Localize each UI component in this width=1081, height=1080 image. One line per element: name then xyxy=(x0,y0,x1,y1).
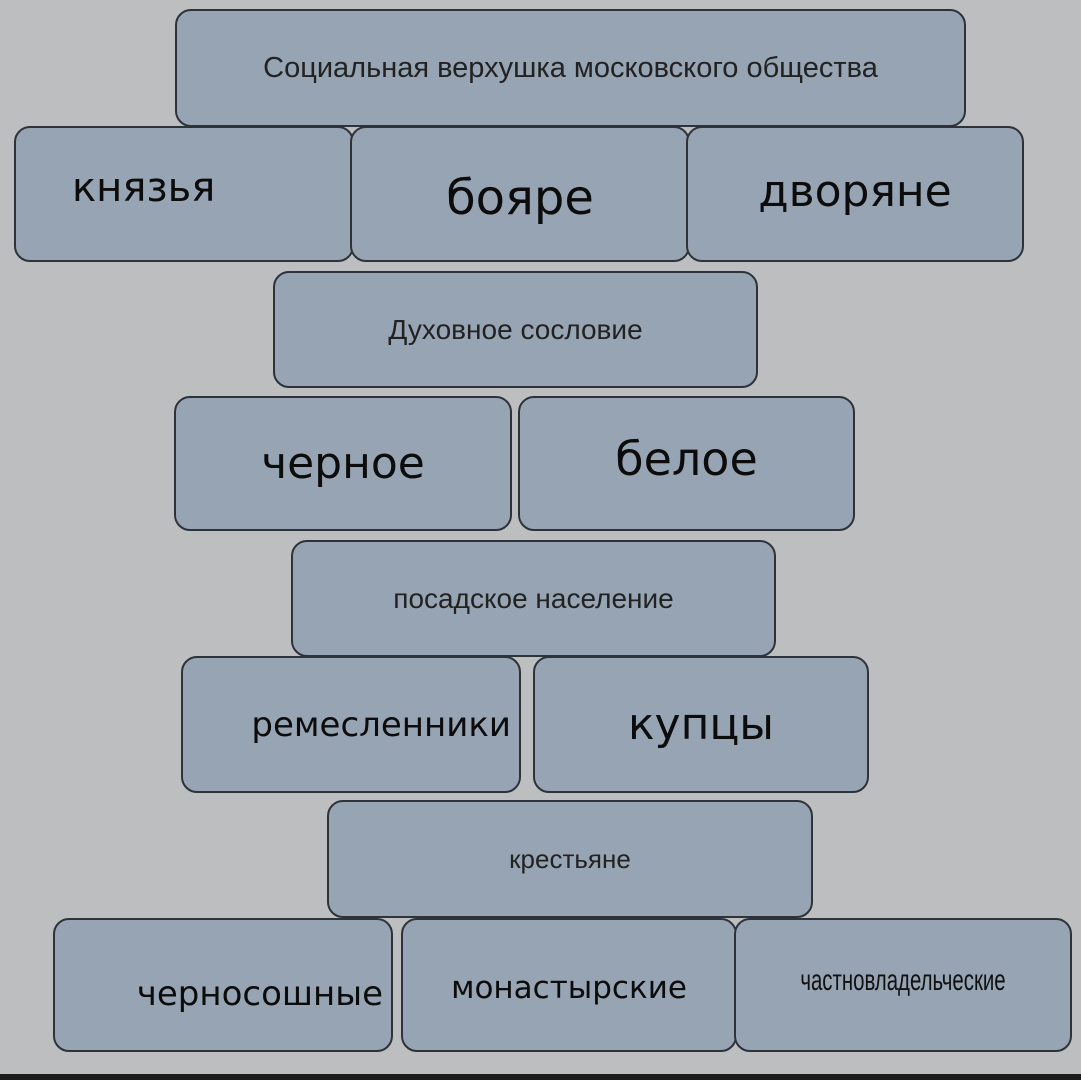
box-label: монастырские xyxy=(451,970,687,1006)
header-box-peasants: крестьяне xyxy=(327,800,813,918)
header-label: Социальная верхушка московского общества xyxy=(263,51,878,84)
box-label: бояре xyxy=(446,170,594,226)
header-label: посадское население xyxy=(393,582,674,614)
box-boyare: бояре xyxy=(350,126,690,262)
box-label: черное xyxy=(261,438,425,489)
header-box-clergy: Духовное сословие xyxy=(273,271,758,388)
header-box-top-nobility: Социальная верхушка московского общества xyxy=(175,9,966,127)
box-label: купцы xyxy=(627,699,775,750)
box-label: дворяне xyxy=(758,165,952,217)
box-chastnovladelcheskie: частновладельческие xyxy=(734,918,1072,1052)
box-label: князья xyxy=(72,165,216,211)
bottom-border-line xyxy=(0,1074,1081,1080)
box-label: ремесленники xyxy=(251,704,511,745)
header-box-townsfolk: посадское население xyxy=(291,540,776,657)
box-dvoryane: дворяне xyxy=(686,126,1024,262)
header-label: крестьяне xyxy=(509,843,631,874)
box-label: частновладельческие xyxy=(800,964,1006,997)
box-kuptsy: купцы xyxy=(533,656,869,793)
box-chernoe: черное xyxy=(174,396,512,531)
box-monastyrskie: монастырские xyxy=(401,918,737,1052)
box-chernososhnye: черносошные xyxy=(53,918,393,1052)
header-label: Духовное сословие xyxy=(388,313,643,345)
box-label: белое xyxy=(615,431,758,486)
box-remeslenniki: ремесленники xyxy=(181,656,521,793)
box-knyazya: князья xyxy=(14,126,354,262)
box-label: черносошные xyxy=(136,974,383,1014)
box-beloe: белое xyxy=(518,396,855,531)
